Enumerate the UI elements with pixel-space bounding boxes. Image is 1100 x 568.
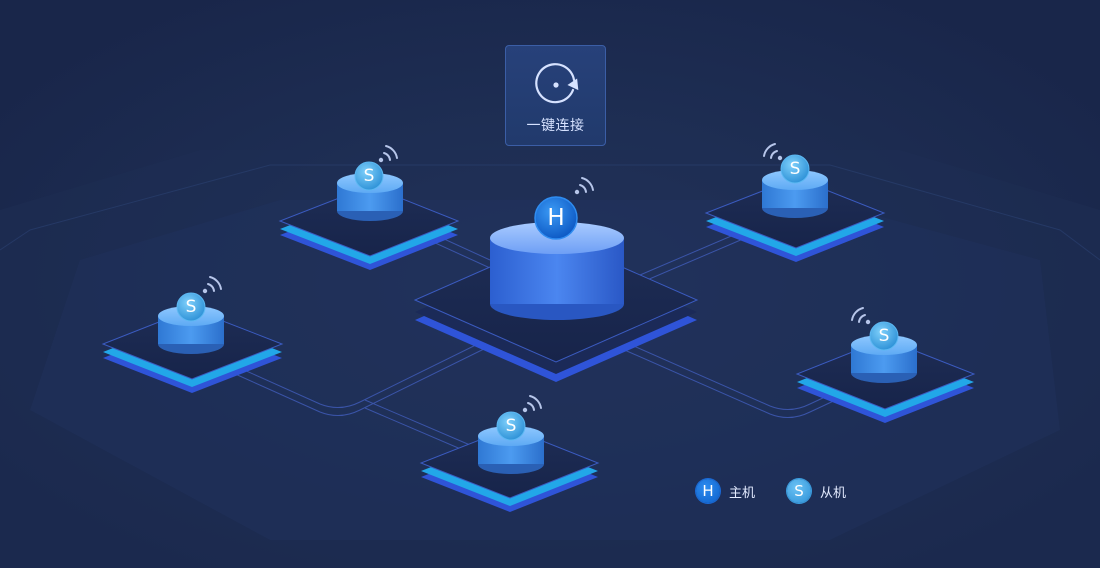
slave-node-2-label: S: [790, 159, 801, 179]
host-node-label: H: [547, 205, 564, 231]
legend-slave: S 从机: [787, 478, 846, 504]
background-line: [0, 164, 1100, 261]
host-node-badge: H: [534, 196, 578, 240]
slave-node-2-badge: S: [780, 154, 810, 184]
legend-slave-label: 从机: [820, 485, 847, 501]
legend-slave-badge: S: [787, 479, 811, 503]
one-click-connect-button[interactable]: 一键连接: [505, 45, 606, 146]
wifi-icon: [574, 177, 594, 195]
legend-host-badge: H: [696, 479, 720, 503]
wifi-icon: [202, 276, 222, 294]
slave-node-1-label: S: [364, 166, 375, 186]
legend-host-label: 主机: [729, 485, 756, 501]
wifi-icon: [378, 145, 398, 163]
slave-node-5-label: S: [506, 416, 517, 436]
slave-node-3: [101, 306, 284, 393]
host-node: [413, 222, 699, 382]
wifi-icon: [522, 395, 542, 413]
slave-node-2: [704, 170, 886, 262]
slave-node-3-label: S: [186, 297, 197, 317]
slave-node-1-badge: S: [354, 161, 384, 191]
legend-host: H 主机: [696, 478, 755, 504]
one-click-connect-label: 一键连接: [526, 118, 585, 134]
slave-node-4-label: S: [879, 326, 890, 346]
slave-node-5-badge: S: [496, 411, 526, 441]
rotate-connect-icon: [535, 63, 579, 104]
slave-node-3-badge: S: [176, 292, 206, 322]
wifi-icon: [763, 143, 783, 161]
slave-node-4-badge: S: [869, 321, 899, 351]
wifi-icon: [851, 307, 871, 325]
slave-node-4: [795, 335, 976, 423]
